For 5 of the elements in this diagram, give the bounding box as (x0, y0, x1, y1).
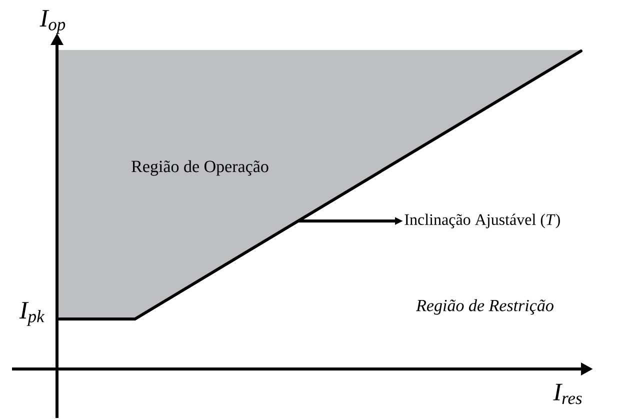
region-label: Região de Restrição (416, 299, 554, 315)
axis-label: I$_{res}$ (553, 384, 582, 404)
annotation-text: Inclinação Ajustável (T) (404, 214, 560, 228)
axis-label: I$_{pk}$ (19, 302, 45, 326)
axis-label: I$_{op}$ (40, 10, 66, 34)
